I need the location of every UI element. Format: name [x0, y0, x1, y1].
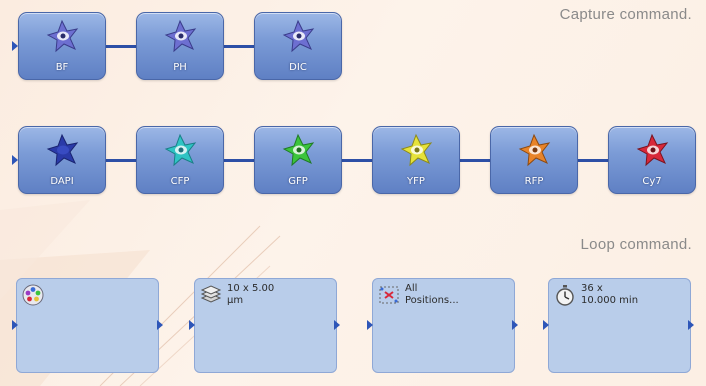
connector	[458, 159, 490, 162]
output-port[interactable]	[334, 320, 340, 330]
connector	[340, 159, 372, 162]
capture-node-bf[interactable]: BF	[18, 12, 106, 80]
cell-icon	[282, 133, 315, 167]
node-label: DAPI	[50, 176, 74, 187]
input-port[interactable]	[12, 320, 18, 330]
connector	[222, 45, 254, 48]
node-label: CFP	[170, 176, 190, 187]
output-port[interactable]	[688, 320, 694, 330]
cell-icon	[282, 19, 315, 53]
cell-icon	[164, 19, 197, 53]
output-port[interactable]	[157, 320, 163, 330]
node-label: Cy7	[642, 176, 662, 187]
capture-node-gfp[interactable]: GFP	[254, 126, 342, 194]
node-label: DIC	[289, 62, 307, 73]
node-label: BF	[55, 62, 69, 73]
connector	[104, 45, 136, 48]
capture-node-ph[interactable]: PH	[136, 12, 224, 80]
cell-icon	[164, 133, 197, 167]
loop-node-filter-wheel[interactable]	[16, 278, 159, 373]
cell-icon	[46, 19, 79, 53]
z-stack-icon	[200, 285, 222, 303]
positions-icon	[379, 286, 399, 304]
connector	[104, 159, 136, 162]
cell-icon	[636, 133, 669, 167]
node-label: YFP	[407, 176, 425, 187]
loop-text: 10 x 5.00 µm	[227, 283, 275, 306]
cell-icon	[46, 133, 79, 167]
connector	[576, 159, 608, 162]
capture-node-cfp[interactable]: CFP	[136, 126, 224, 194]
loop-command-label: Loop command.	[580, 236, 692, 253]
input-port[interactable]	[367, 320, 373, 330]
capture-node-dic[interactable]: DIC	[254, 12, 342, 80]
capture-command-label: Capture command.	[559, 6, 692, 23]
node-label: RFP	[524, 176, 544, 187]
input-port[interactable]	[12, 155, 18, 165]
wheel-icon	[22, 284, 44, 306]
cell-icon	[518, 133, 551, 167]
node-label: PH	[173, 62, 187, 73]
input-port[interactable]	[189, 320, 195, 330]
loop-text: 36 x 10.000 min	[581, 283, 639, 306]
loop-text: All Positions...	[405, 283, 459, 306]
stopwatch-icon	[556, 285, 574, 306]
input-port[interactable]	[12, 41, 18, 51]
cell-icon	[400, 133, 433, 167]
loop-node-positions[interactable]: All Positions...	[372, 278, 515, 373]
output-port[interactable]	[512, 320, 518, 330]
capture-node-rfp[interactable]: RFP	[490, 126, 578, 194]
input-port[interactable]	[543, 320, 549, 330]
capture-node-dapi[interactable]: DAPI	[18, 126, 106, 194]
loop-node-timelapse[interactable]: 36 x 10.000 min	[548, 278, 691, 373]
connector	[222, 159, 254, 162]
loop-node-z-stack[interactable]: 10 x 5.00 µm	[194, 278, 337, 373]
capture-node-cy7[interactable]: Cy7	[608, 126, 696, 194]
node-label: GFP	[288, 176, 308, 187]
capture-node-yfp[interactable]: YFP	[372, 126, 460, 194]
